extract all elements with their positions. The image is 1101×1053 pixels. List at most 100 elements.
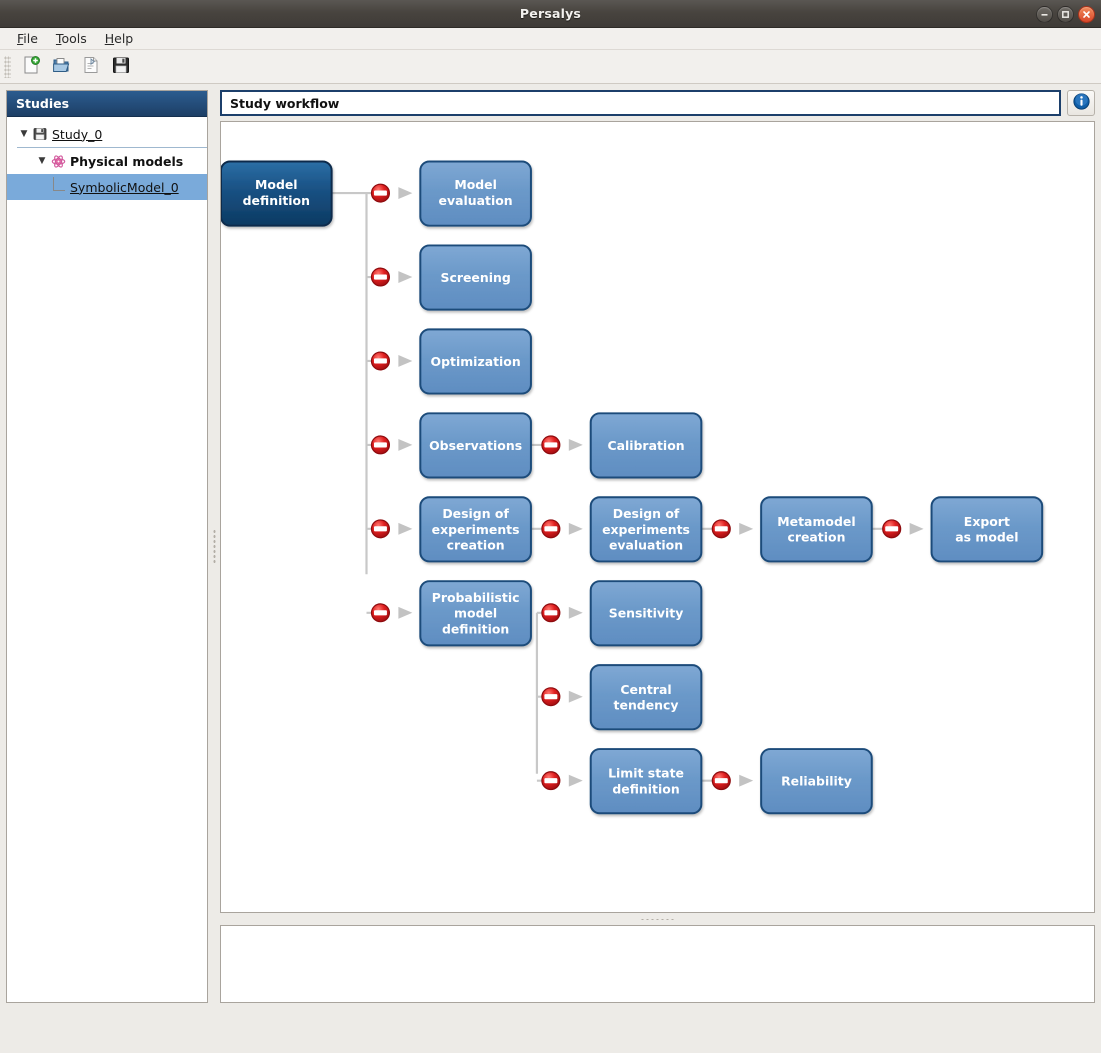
blocked-icon[interactable] bbox=[541, 771, 561, 791]
svg-text:Limit state: Limit state bbox=[608, 766, 684, 781]
menu-bar: File Tools Help bbox=[0, 28, 1101, 50]
import-script-button[interactable] bbox=[76, 53, 106, 81]
svg-text:experiments: experiments bbox=[602, 522, 690, 537]
blocked-icon[interactable] bbox=[711, 771, 731, 791]
node-export-as-model[interactable]: Export as model bbox=[930, 496, 1044, 563]
arrowhead-limit-state bbox=[568, 774, 583, 787]
svg-text:definition: definition bbox=[243, 193, 310, 208]
chevron-down-icon[interactable]: ▼ bbox=[38, 156, 46, 166]
branch-icon bbox=[53, 177, 65, 191]
arrowhead-doe-evaluation bbox=[568, 522, 583, 535]
info-button[interactable] bbox=[1067, 90, 1095, 116]
open-study-button[interactable] bbox=[46, 53, 76, 81]
node-calibration[interactable]: Calibration bbox=[589, 412, 703, 479]
blocked-icon[interactable] bbox=[711, 519, 731, 539]
tree-item-study-0[interactable]: ▼ Study_0 bbox=[7, 121, 207, 147]
window-title: Persalys bbox=[519, 6, 582, 21]
svg-text:Design of: Design of bbox=[442, 506, 509, 521]
open-study-icon bbox=[51, 55, 71, 79]
arrowhead-reliability bbox=[739, 774, 754, 787]
page-title: Study workflow bbox=[220, 90, 1061, 116]
canvas-splitter[interactable] bbox=[220, 913, 1095, 925]
node-group: Model definition Model evaluation Screen… bbox=[221, 160, 1044, 815]
node-metamodel-creation[interactable]: Metamodel creation bbox=[760, 496, 873, 563]
arrowhead-optimization bbox=[398, 355, 413, 367]
window-controls bbox=[1036, 0, 1095, 28]
blocked-icon[interactable] bbox=[370, 351, 391, 371]
svg-text:creation: creation bbox=[447, 538, 505, 553]
arrowhead-doe-creation bbox=[398, 522, 413, 535]
svg-text:tendency: tendency bbox=[614, 698, 679, 713]
menu-file[interactable]: File bbox=[17, 31, 38, 46]
svg-text:as model: as model bbox=[955, 530, 1018, 545]
info-icon bbox=[1072, 92, 1090, 114]
svg-text:definition: definition bbox=[442, 622, 509, 637]
arrowhead-observations bbox=[398, 438, 413, 451]
close-button[interactable] bbox=[1078, 5, 1095, 23]
tree-item-physical-models[interactable]: ▼ Physical models bbox=[7, 148, 207, 174]
blocked-icon[interactable] bbox=[370, 519, 391, 539]
svg-text:Reliability: Reliability bbox=[781, 774, 852, 789]
tree-item-label: Study_0 bbox=[52, 126, 103, 142]
arrowhead-metamodel-creation bbox=[739, 522, 754, 535]
sidebar-header: Studies bbox=[7, 91, 207, 117]
arrowhead-sensitivity bbox=[568, 606, 583, 619]
tree-item-symbolicmodel-0[interactable]: SymbolicModel_0 bbox=[7, 174, 207, 200]
studies-sidebar: Studies ▼ Study_0 ▼ bbox=[6, 90, 208, 1003]
node-probabilistic-model-definition[interactable]: Probabilistic model definition bbox=[419, 580, 532, 647]
arrowhead-model-evaluation bbox=[398, 187, 413, 200]
new-study-button[interactable] bbox=[16, 53, 46, 81]
menu-tools[interactable]: Tools bbox=[55, 31, 87, 46]
blocked-icon[interactable] bbox=[370, 267, 391, 287]
node-doe-evaluation[interactable]: Design of experiments evaluation bbox=[589, 496, 703, 563]
arrowhead-screening bbox=[398, 271, 413, 283]
svg-text:experiments: experiments bbox=[432, 522, 520, 537]
workspace: Studies ▼ Study_0 ▼ bbox=[0, 84, 1101, 1053]
node-observations[interactable]: Observations bbox=[419, 412, 532, 479]
atom-icon bbox=[49, 154, 67, 169]
blocked-icon[interactable] bbox=[882, 519, 902, 539]
import-script-icon bbox=[81, 55, 101, 79]
workflow-canvas[interactable]: Model definition Model evaluation Screen… bbox=[220, 121, 1095, 913]
blocked-icon[interactable] bbox=[370, 435, 391, 455]
node-model-evaluation[interactable]: Model evaluation bbox=[419, 160, 532, 227]
blocked-icon[interactable] bbox=[370, 603, 391, 623]
node-reliability[interactable]: Reliability bbox=[760, 748, 873, 815]
maximize-button[interactable] bbox=[1057, 5, 1074, 23]
blocked-icon[interactable] bbox=[541, 687, 561, 707]
node-limit-state-definition[interactable]: Limit state definition bbox=[589, 748, 703, 815]
floppy-icon bbox=[31, 127, 49, 141]
node-central-tendency[interactable]: Central tendency bbox=[589, 664, 703, 731]
blocked-icon[interactable] bbox=[541, 435, 561, 455]
node-sensitivity[interactable]: Sensitivity bbox=[589, 580, 703, 647]
toolbar-drag-handle[interactable] bbox=[4, 55, 11, 78]
chevron-down-icon[interactable]: ▼ bbox=[20, 129, 28, 139]
blocked-icon[interactable] bbox=[541, 603, 561, 623]
minimize-button[interactable] bbox=[1036, 5, 1053, 23]
node-model-definition[interactable]: Model definition bbox=[221, 160, 333, 227]
workflow-graph: Model definition Model evaluation Screen… bbox=[221, 160, 1044, 815]
node-optimization[interactable]: Optimization bbox=[419, 328, 532, 395]
bottom-panel[interactable] bbox=[220, 925, 1095, 1003]
svg-text:creation: creation bbox=[787, 530, 845, 545]
svg-text:Optimization: Optimization bbox=[431, 354, 521, 369]
svg-text:Sensitivity: Sensitivity bbox=[609, 606, 684, 621]
sidebar-splitter[interactable] bbox=[208, 90, 220, 1003]
splitter-grip bbox=[212, 528, 216, 565]
node-screening[interactable]: Screening bbox=[419, 244, 532, 311]
svg-text:evaluation: evaluation bbox=[609, 538, 683, 553]
node-doe-creation[interactable]: Design of experiments creation bbox=[419, 496, 532, 563]
svg-text:Calibration: Calibration bbox=[607, 438, 684, 453]
svg-text:definition: definition bbox=[612, 782, 679, 797]
arrowhead-calibration bbox=[568, 438, 583, 451]
svg-text:Metamodel: Metamodel bbox=[777, 514, 855, 529]
blocked-icon[interactable] bbox=[370, 183, 391, 203]
blocked-icon[interactable] bbox=[541, 519, 561, 539]
svg-text:Central: Central bbox=[620, 682, 671, 697]
svg-text:Screening: Screening bbox=[440, 270, 510, 285]
main-header: Study workflow bbox=[220, 90, 1095, 116]
menu-help[interactable]: Help bbox=[104, 31, 134, 46]
save-study-button[interactable] bbox=[106, 53, 136, 81]
new-study-icon bbox=[21, 55, 41, 79]
window-titlebar: Persalys bbox=[0, 0, 1101, 28]
